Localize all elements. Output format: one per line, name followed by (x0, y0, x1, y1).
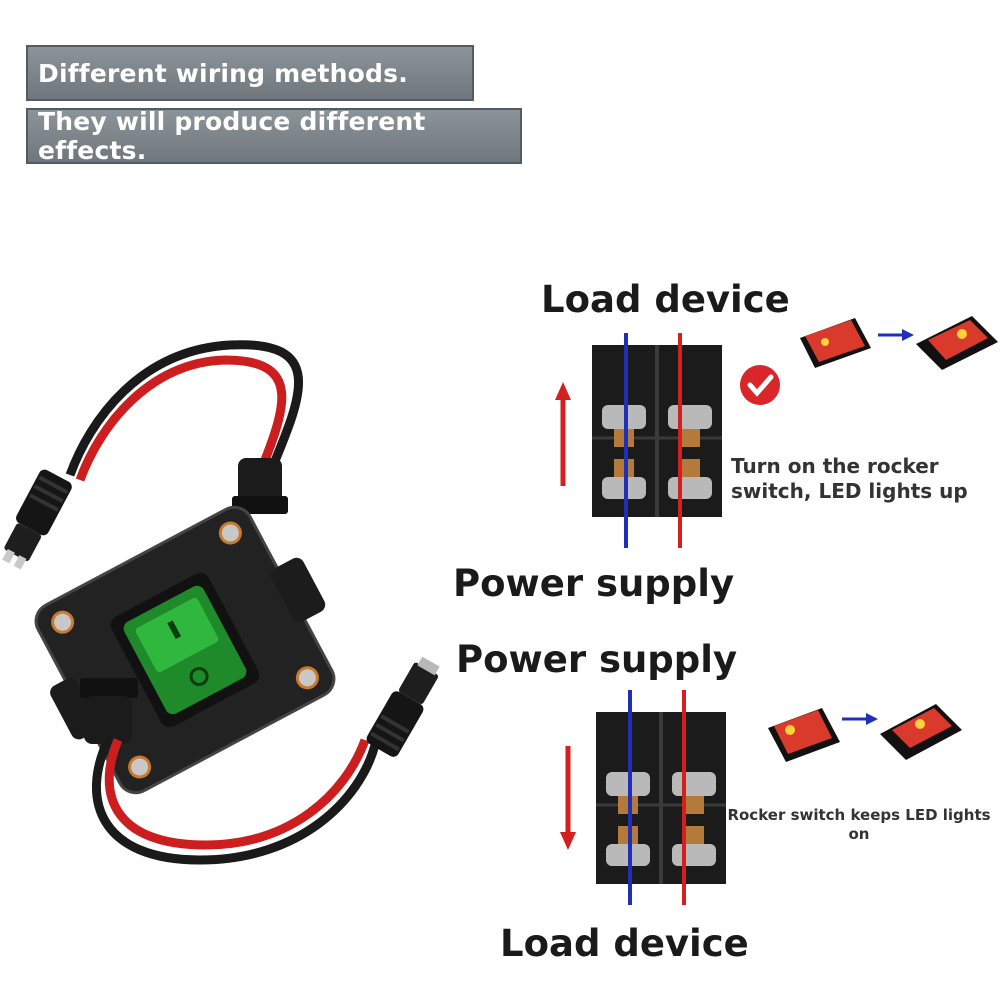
checkmark-icon (740, 365, 780, 405)
switch-terminal-diagram-bottom (596, 690, 726, 905)
switch-terminal-diagram-top (592, 333, 722, 548)
rocker-on-bottom-right (880, 704, 962, 760)
bottom-power-supply-label: Power supply (456, 638, 738, 681)
product-illustration (2, 340, 440, 865)
top-load-device-label: Load device (541, 278, 790, 321)
arrow-right-icon (842, 713, 878, 725)
bottom-load-device-label: Load device (500, 922, 749, 965)
top-caption: Turn on the rocker switch, LED lights up (731, 454, 968, 504)
top-caption-line-2: switch, LED lights up (731, 479, 968, 503)
banner-wiring-methods-text: Different wiring methods. (38, 58, 408, 88)
arrow-up-icon (555, 382, 571, 486)
top-caption-line-1: Turn on the rocker (731, 454, 939, 478)
banner-wiring-methods: Different wiring methods. (26, 45, 474, 101)
sae-connector-bottom (366, 656, 440, 757)
cable-gland-bottom (80, 678, 138, 744)
arrow-right-icon (878, 329, 914, 341)
sae-connector-top (2, 469, 72, 570)
top-power-supply-label: Power supply (453, 562, 735, 605)
banner-different-effects: They will produce different effects. (26, 107, 522, 165)
switch-box (34, 505, 336, 795)
rocker-on-top (916, 316, 998, 370)
cable-gland-top (232, 458, 288, 514)
rocker-off-top (800, 318, 871, 368)
banner-different-effects-text: They will produce different effects. (38, 107, 426, 165)
arrow-down-icon (560, 746, 576, 850)
bottom-caption: Rocker switch keeps LED lights on (727, 806, 991, 843)
rocker-on-bottom-left (768, 708, 840, 762)
